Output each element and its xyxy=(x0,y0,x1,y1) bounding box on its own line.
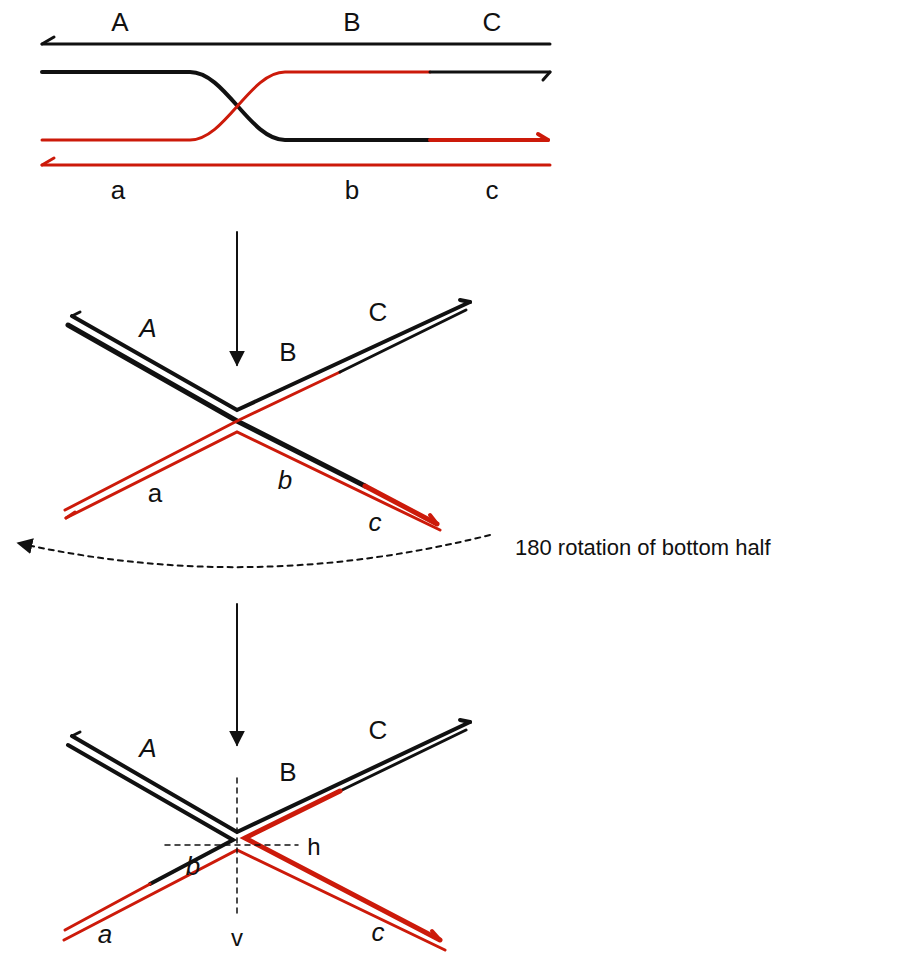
junction-open-x xyxy=(65,300,470,530)
strand-label: C xyxy=(483,9,502,35)
strand-label: v xyxy=(231,926,243,950)
strand-label: A xyxy=(111,9,128,35)
strand-label: A xyxy=(139,315,156,341)
strand-label: c xyxy=(369,509,382,535)
rotation-arrow xyxy=(18,535,490,567)
strand-label: a xyxy=(111,177,125,203)
annotation-text: 180 rotation of bottom half xyxy=(515,537,771,559)
strand-label: c xyxy=(486,177,499,203)
strand-label: h xyxy=(307,835,320,859)
strand-label: b xyxy=(186,853,200,879)
linear-duplexes xyxy=(42,37,550,165)
strand-label: C xyxy=(369,299,388,325)
strand-label: b xyxy=(345,177,359,203)
junction-rotated-x xyxy=(64,720,470,950)
strand-label: a xyxy=(148,480,162,506)
strand-label: c xyxy=(372,919,385,945)
strand-label: b xyxy=(278,467,292,493)
symmetry-axes xyxy=(165,778,298,918)
step-arrow xyxy=(236,604,238,745)
strand-label: B xyxy=(343,9,360,35)
step-arrow xyxy=(236,232,238,365)
strand-label: a xyxy=(98,921,112,947)
strand-label: C xyxy=(369,717,388,743)
strand-label: A xyxy=(139,735,156,761)
strand-label: B xyxy=(279,339,296,365)
strand-label: B xyxy=(279,759,296,785)
